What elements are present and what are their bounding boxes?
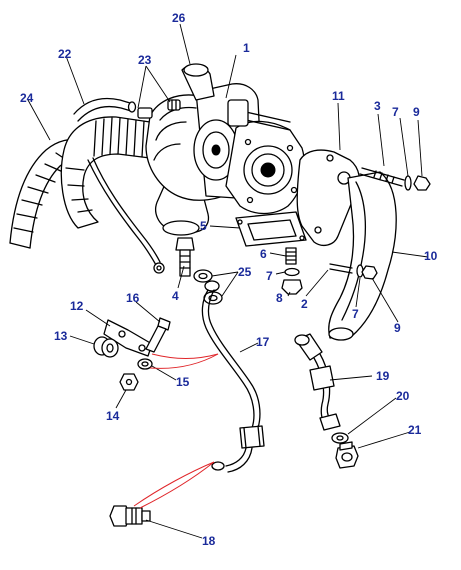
washer-20 [331,432,349,444]
nut-9-lower [361,265,378,280]
callout-9-lower: 9 [394,321,401,335]
callout-3: 3 [374,99,381,113]
union-21 [335,441,359,469]
callout-10: 10 [424,249,438,263]
callout-7-upper: 7 [392,105,399,119]
callout-22: 22 [58,47,72,61]
exhaust-flange-11 [296,149,361,247]
stud-2 [329,263,353,274]
callout-26: 26 [172,11,186,25]
callout-19: 19 [376,369,390,383]
breather-pipe-22 [73,97,137,122]
oil-drain-pipe [87,157,165,274]
callout-8: 8 [276,291,283,305]
grommet-13 [93,336,119,358]
callout-16: 16 [126,291,140,305]
callout-4: 4 [172,289,179,303]
banjo-bolt-4 [175,237,195,277]
callout-20: 20 [396,389,410,403]
adaptor-18 [109,505,151,527]
nut-9-upper [413,175,431,191]
callout-17: 17 [256,335,270,349]
bolt-16 [145,317,171,353]
callout-25: 25 [238,265,252,279]
callout-6: 6 [260,247,267,261]
stud-3 [359,167,405,187]
nut-8 [281,279,303,295]
gasket-5 [235,211,307,247]
callout-21: 21 [408,423,422,437]
stud-6 [285,247,297,265]
callout-15: 15 [176,375,190,389]
callout-9-upper: 9 [413,105,420,119]
oil-return-pipe-19 [294,333,341,431]
washer-7-upper [404,175,412,191]
callout-2: 2 [301,297,308,311]
callout-18: 18 [202,534,216,548]
nut-14 [119,373,139,391]
callout-11: 11 [332,89,345,103]
callout-23: 23 [138,53,152,67]
washer-15 [137,358,153,370]
callout-14: 14 [106,409,120,423]
callout-5: 5 [200,219,207,233]
callout-1: 1 [243,41,250,55]
callout-13: 13 [54,329,68,343]
leader-lines [27,23,429,539]
oil-feed-pipe-17 [201,280,265,473]
callout-12: 12 [70,299,84,313]
washer-7-mid [284,267,300,277]
callout-24: 24 [20,91,34,105]
highlight-leader-lines [133,353,219,509]
callout-labels: 1 2 3 4 5 6 7 7 7 8 9 9 10 11 12 13 14 1… [20,11,438,548]
bracket-12 [103,319,153,357]
convoluted-air-duct [60,116,151,229]
turbocharger-1 [137,63,305,215]
callout-7-mid: 7 [266,269,273,283]
callout-7-lower: 7 [352,307,359,321]
